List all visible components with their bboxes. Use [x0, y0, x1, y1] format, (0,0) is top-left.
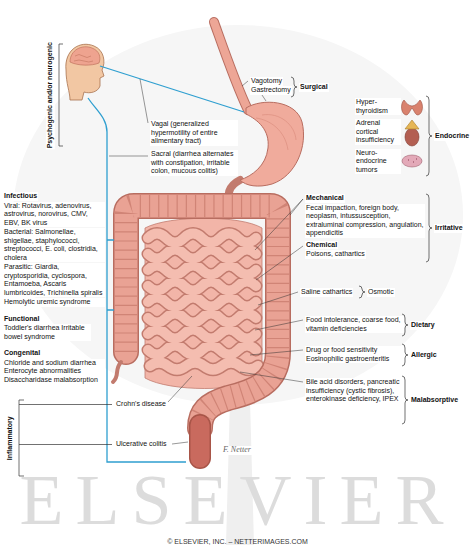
osmotic-brace: [359, 286, 365, 298]
cause-label: Fecal impaction, foreign body, neoplasm,…: [305, 204, 425, 238]
appendix: [113, 362, 121, 382]
leader-line: [255, 199, 303, 250]
category-label: Functional: [3, 315, 40, 324]
category-label: Dietary: [410, 321, 436, 330]
brain: [70, 47, 100, 65]
cause-label: Hyper-thyroidism: [355, 98, 401, 115]
cause-label: Neuro-endocrine tumors: [355, 149, 401, 175]
psychogenic-bracket: [59, 44, 63, 146]
cause-label: Bile acid disorders, pancreatic insuffic…: [305, 378, 404, 404]
cause-label: Food intolerance, coarse food, vitamin d…: [305, 316, 404, 333]
cause-label: Poisons, cathartics: [305, 250, 366, 259]
cause-label: Chloride and sodium diarrhea Enterocyte …: [3, 359, 105, 385]
copyright: © ELSEVIER, INC. – NETTERIMAGES.COM: [166, 538, 309, 547]
intestine-coil-outline: [148, 234, 258, 370]
small-intestine: [145, 218, 262, 388]
category-label: Chemical: [305, 241, 338, 250]
leader-line: [168, 376, 192, 402]
category-label: Mechanical: [305, 194, 345, 203]
leader-line: [262, 95, 266, 101]
leader-line: [250, 350, 303, 355]
nerves: [88, 66, 244, 462]
leader-line: [255, 320, 303, 330]
leader-line: [240, 372, 303, 382]
stomach-rugae: [256, 115, 296, 150]
category-label: Inflammatory: [6, 415, 15, 461]
head: [66, 44, 104, 100]
category-label: Endocrine: [434, 132, 470, 141]
cause-label: Ulcerative colitis: [115, 440, 168, 449]
category-label: Psychogenic and/or neurogenic: [46, 41, 55, 149]
leader-line: [258, 292, 298, 305]
cause-label: Gastrectomy: [250, 86, 292, 95]
cause-label: Crohn's disease: [115, 400, 167, 409]
thyroid-icon: [402, 100, 423, 115]
leader-line: [140, 79, 148, 123]
leader-line: [256, 246, 303, 280]
leader-line: [242, 81, 248, 86]
endocrine-brace: [426, 96, 432, 176]
rectum: [191, 425, 210, 458]
rectum-outline: [189, 425, 211, 458]
esophagus-stomach: [214, 22, 304, 204]
esophagus: [214, 22, 248, 110]
head-outline: [66, 44, 104, 100]
irritative-brace: [426, 194, 432, 262]
cause-label: Toddler's diarrhea Irritable bowel syndr…: [3, 324, 91, 341]
nerve-label: Vagal (generalized hypermotility of enti…: [150, 120, 238, 146]
category-label: Infectious: [3, 192, 38, 201]
category-label: Malabsorptive: [410, 396, 459, 405]
leader-line: [172, 442, 188, 444]
category-label: Surgical: [299, 83, 329, 92]
tumor-dots: [408, 159, 417, 162]
category-label: Osmotic: [367, 288, 395, 297]
stomach: [240, 102, 304, 186]
signature: F. Netter: [222, 446, 252, 455]
brain-gyri: [74, 55, 93, 63]
cause-label: Vagotomy: [250, 77, 283, 86]
esophagus-outline: [214, 22, 248, 110]
cause-label: Viral: Rotavirus, adenovirus, astrovirus…: [3, 202, 105, 228]
intestine-coil: [148, 234, 258, 370]
cause-label: Parasitic: Giardia, cryptosporidia, cycl…: [3, 263, 105, 297]
cause-label: Hemolytic uremic syndrome: [3, 298, 105, 307]
cause-label: Adrenal cortical insufficiency: [355, 119, 401, 145]
category-label: Allergic: [410, 351, 438, 360]
intestine-mass: [145, 218, 262, 388]
watermark: ELSEVIER: [19, 464, 457, 536]
cause-label: Drug or food sensitivity Eosinophilic ga…: [305, 346, 404, 363]
colon-wall: [126, 206, 278, 428]
category-label: Congenital: [3, 349, 41, 358]
colon: [113, 206, 278, 458]
leader-line: [109, 156, 148, 157]
category-label: Irritative: [434, 224, 464, 233]
tumor-icon: [402, 155, 422, 167]
endocrine-icons: [402, 100, 423, 167]
nerve-label: Sacral (diarrhea alternates with constip…: [150, 150, 238, 176]
adrenal-icon: [405, 120, 419, 129]
kidney-icon: [405, 128, 419, 146]
nerve-branch: [107, 240, 114, 310]
colon-outline: [126, 206, 278, 428]
cause-label: Bacterial: Salmonellae, shigellae, staph…: [3, 228, 105, 262]
colon-haustra: [126, 206, 278, 428]
leader-lines: [109, 79, 303, 444]
surgical-brace: [291, 77, 297, 97]
cause-label: Saline cathartics: [300, 288, 353, 297]
vagal-nerve: [100, 66, 244, 112]
